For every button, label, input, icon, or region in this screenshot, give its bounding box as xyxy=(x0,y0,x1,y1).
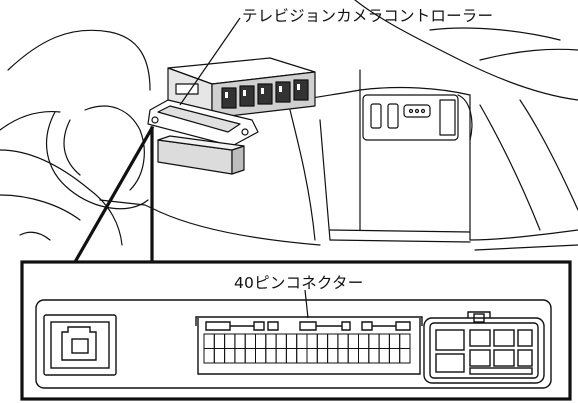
connector-detail-panel xyxy=(20,260,572,401)
car-interior-illustration xyxy=(0,0,578,251)
small-connector xyxy=(43,314,117,376)
zoom-callout-lines xyxy=(72,125,155,265)
large-connector xyxy=(423,311,545,384)
controller-leader-line xyxy=(179,17,241,106)
connector-leader-line xyxy=(304,289,309,319)
40-pin-grid xyxy=(203,333,411,364)
controller-label: テレビジョンカメラコントローラー xyxy=(242,7,494,25)
pin-cell xyxy=(399,348,411,364)
connector-label: 40ピンコネクター xyxy=(234,274,364,292)
camera-controller-unit xyxy=(147,57,316,175)
40-pin-connector xyxy=(195,316,423,375)
